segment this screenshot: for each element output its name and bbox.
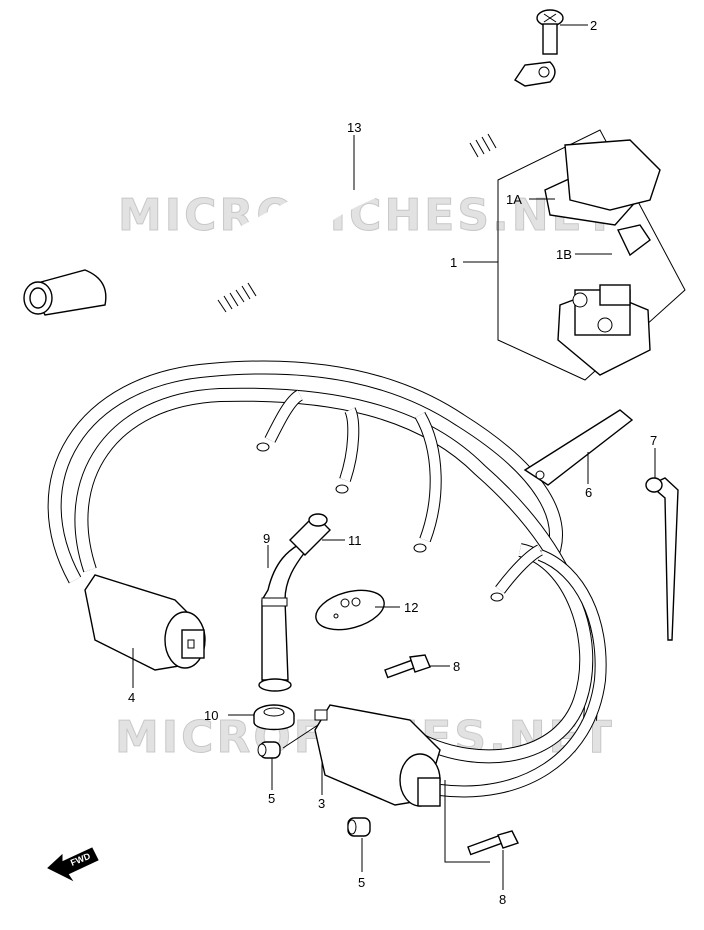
- plug-connector: [289, 513, 331, 556]
- callout-10: 10: [204, 708, 218, 723]
- callout-12: 12: [404, 600, 418, 615]
- callout-7: 7: [650, 433, 657, 448]
- bolt-upper: [384, 654, 431, 679]
- callout-2: 2: [590, 18, 597, 33]
- callout-8-upper: 8: [453, 659, 460, 674]
- ignition-leads: [47, 360, 607, 798]
- spark-plug-cap: [258, 544, 306, 692]
- callout-11: 11: [348, 533, 362, 548]
- callout-1: 1: [450, 255, 457, 270]
- callout-1a: 1A: [506, 192, 522, 207]
- seal: [253, 704, 295, 731]
- callout-6: 6: [585, 485, 592, 500]
- callout-4: 4: [128, 690, 135, 705]
- battery-cable: [23, 61, 556, 323]
- spacer-lower: [347, 817, 371, 837]
- ignition-coil-left: [84, 574, 206, 671]
- bracket: [523, 409, 634, 486]
- callout-5-upper: 5: [268, 791, 275, 806]
- callout-9: 9: [263, 531, 270, 546]
- clamp: [645, 477, 679, 641]
- callout-8-lower: 8: [499, 892, 506, 907]
- spacer-upper: [257, 741, 281, 759]
- rubber-plate: [315, 589, 385, 631]
- screw: [536, 9, 564, 55]
- ignition-coil-right: [314, 704, 441, 807]
- leader-lines: [132, 24, 656, 890]
- callout-5-lower: 5: [358, 875, 365, 890]
- lead-end-caps: [256, 442, 504, 602]
- bolt-lower: [467, 830, 519, 856]
- callout-3: 3: [318, 796, 325, 811]
- callout-13: 13: [347, 120, 361, 135]
- callout-1b: 1B: [556, 247, 572, 262]
- forward-arrow-icon: FWD: [47, 847, 99, 882]
- starter-relay-group: [497, 129, 686, 381]
